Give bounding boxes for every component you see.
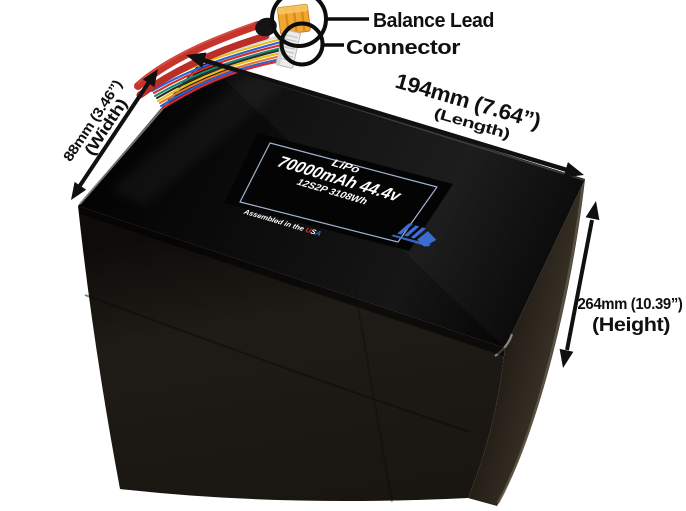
width-arrow xyxy=(71,69,158,200)
highlight-circle-balance-connector xyxy=(279,21,325,67)
height-arrow xyxy=(559,201,600,368)
box-right-face xyxy=(468,179,585,506)
dimension-arrows xyxy=(71,52,600,368)
lip-shadow xyxy=(78,206,505,356)
box-right-edge-highlight xyxy=(496,182,585,504)
case-seam-vertical xyxy=(354,289,393,503)
assembled-u: U xyxy=(304,227,313,235)
length-arrow xyxy=(186,52,584,178)
assembled-s: S xyxy=(309,229,317,237)
maxamps-logo-icon xyxy=(391,223,437,247)
top-streak xyxy=(110,70,285,205)
assembled-a: A xyxy=(313,230,322,238)
box-front-face xyxy=(78,206,505,501)
xt-connector-top xyxy=(277,4,308,15)
callout-connector: Connector xyxy=(346,36,460,59)
label-border xyxy=(239,142,438,243)
height-label: (Height) xyxy=(592,315,670,336)
height-dimension: 264mm (10.39”) (Height) xyxy=(578,296,683,336)
corner-highlight xyxy=(494,333,514,357)
case-seam xyxy=(84,294,471,433)
label-background xyxy=(224,133,453,251)
callout-balance-lead: Balance Lead xyxy=(373,9,494,32)
height-value: 264mm (10.39”) xyxy=(578,296,683,313)
